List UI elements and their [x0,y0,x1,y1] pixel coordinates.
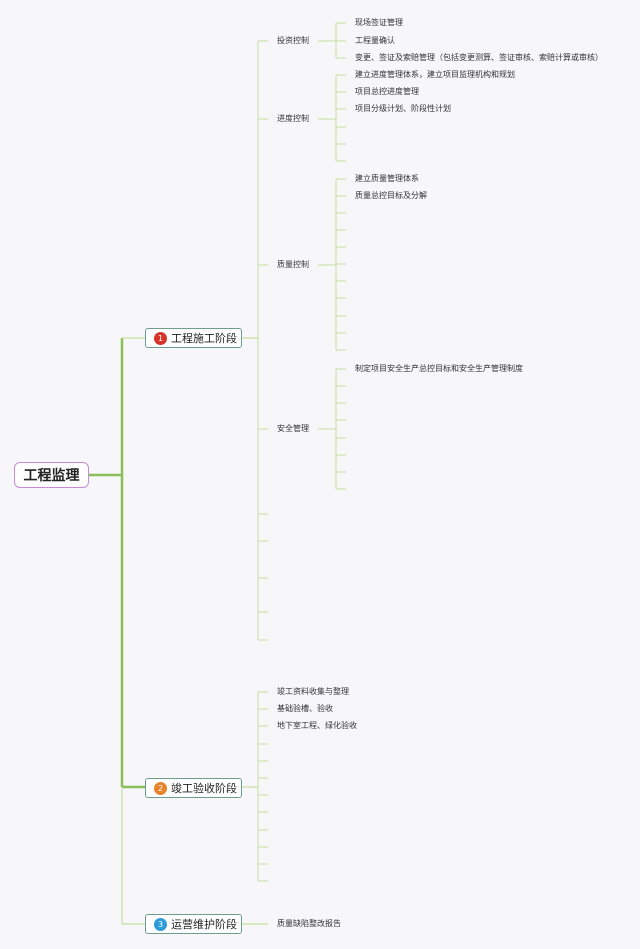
group-schedule-control[interactable]: 进度控制 [277,114,309,123]
group-safety-management[interactable]: 安全管理 [277,424,309,433]
leaf-item[interactable]: 地下室工程、绿化验收 [277,721,357,730]
leaf-item[interactable]: 基础验槽、验收 [277,704,333,713]
stage-number-2-icon: 2 [154,781,167,795]
stage-number-3-icon: 3 [154,917,167,931]
leaf-item[interactable]: 变更、签证及索赔管理（包括变更测算、签证审核、索赔计算或审核） [355,53,603,62]
stage-label: 竣工验收阶段 [171,782,237,795]
root-node[interactable]: 工程监理 [14,462,89,488]
leaf-item[interactable]: 质量缺陷整改报告 [277,919,341,928]
stage-label: 工程施工阶段 [171,332,237,345]
group-quality-control[interactable]: 质量控制 [277,260,309,269]
leaf-item[interactable]: 竣工资料收集与整理 [277,687,349,696]
leaf-item[interactable]: 项目总控进度管理 [355,87,419,96]
stage-number-1-icon: 1 [154,331,167,345]
leaf-item[interactable]: 建立质量管理体系 [355,174,419,183]
leaf-item[interactable]: 工程量确认 [355,36,395,45]
stage-label: 运营维护阶段 [171,918,237,931]
stage-maintenance[interactable]: 3 运营维护阶段 [145,914,242,934]
leaf-item[interactable]: 建立进度管理体系，建立项目监理机构和规划 [355,70,515,79]
leaf-item[interactable]: 制定项目安全生产总控目标和安全生产管理制度 [355,364,523,373]
stage-construction[interactable]: 1 工程施工阶段 [145,328,242,348]
leaf-item[interactable]: 项目分级计划、阶段性计划 [355,104,451,113]
group-investment-control[interactable]: 投资控制 [277,36,309,45]
leaf-item[interactable]: 现场签证管理 [355,18,403,27]
root-label: 工程监理 [23,468,80,484]
stage-acceptance[interactable]: 2 竣工验收阶段 [145,778,242,798]
leaf-item[interactable]: 质量总控目标及分解 [355,191,427,200]
